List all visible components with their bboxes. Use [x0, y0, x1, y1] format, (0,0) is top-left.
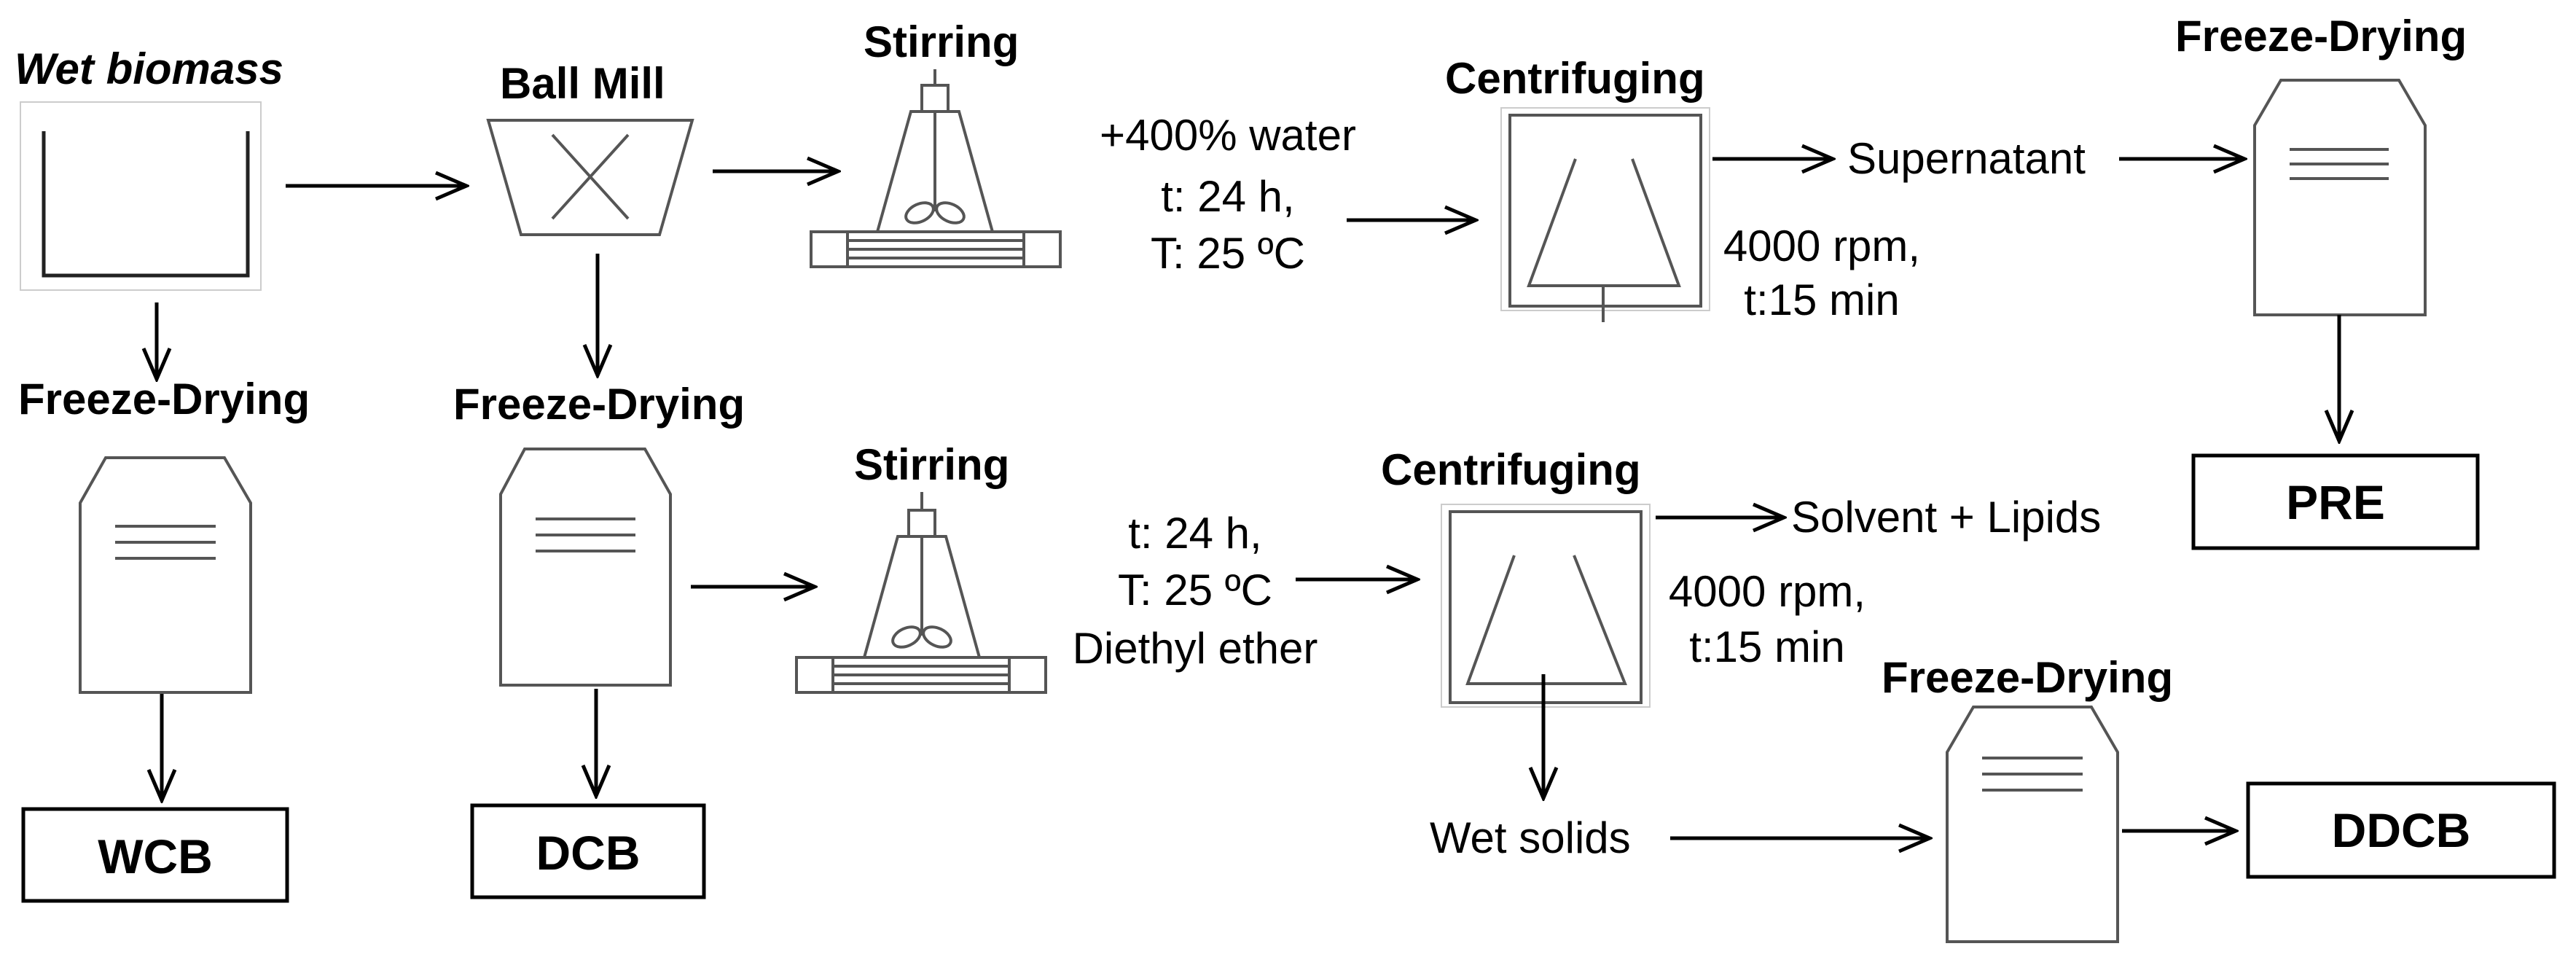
centrifuging-label-top: Centrifuging	[1445, 54, 1705, 103]
freeze-dryer-icon-dcb	[499, 448, 672, 687]
supernatant-label: Supernatant	[1847, 134, 2086, 183]
dcb-product-box	[470, 803, 706, 899]
dcb-product-label: DCB	[536, 826, 641, 880]
water-condition-line-3: T: 25 ºC	[1151, 229, 1305, 278]
stirring-label-bottom: Stirring	[854, 440, 1009, 489]
freeze-dryer-icon-ddcb	[1946, 706, 2119, 943]
wcb-product-label: WCB	[98, 829, 213, 883]
stirrer-icon-top	[810, 69, 1062, 268]
ether-condition-line-2: T: 25 ºC	[1118, 566, 1272, 614]
centrifuge-icon-bottom	[1441, 504, 1651, 708]
ball-mill-icon	[486, 119, 694, 236]
solvent-lipids-label: Solvent + Lipids	[1791, 493, 2101, 542]
ether-condition-line-3: Diethyl ether	[1073, 624, 1318, 673]
freeze-drying-label-ddcb: Freeze-Drying	[1882, 653, 2173, 702]
water-condition-line-2: t: 24 h,	[1161, 172, 1294, 221]
freeze-drying-label-pre: Freeze-Drying	[2175, 12, 2467, 60]
ddcb-product-label: DDCB	[2332, 803, 2471, 857]
spin-time-bottom: t:15 min	[1689, 622, 1844, 671]
stirrer-icon-bottom	[795, 492, 1047, 694]
wet-biomass-label: Wet biomass	[15, 44, 283, 93]
centrifuging-label-bottom: Centrifuging	[1381, 445, 1641, 494]
freeze-drying-label-wcb: Freeze-Drying	[18, 375, 310, 423]
ball-mill-label: Ball Mill	[500, 59, 665, 108]
freeze-dryer-icon-wcb	[79, 456, 252, 694]
spin-speed-bottom: 4000 rpm,	[1669, 567, 1866, 616]
pre-product-box	[2191, 453, 2480, 550]
wcb-product-box	[21, 807, 289, 903]
ddcb-product-box	[2246, 781, 2556, 879]
wet-solids-label: Wet solids	[1430, 813, 1631, 862]
freeze-dryer-icon-pre	[2253, 79, 2427, 316]
centrifuge-icon-top	[1500, 107, 1710, 322]
water-condition-line-1: +400% water	[1100, 111, 1356, 160]
ether-condition-line-1: t: 24 h,	[1128, 509, 1261, 558]
pre-product-label: PRE	[2286, 475, 2385, 529]
spin-time-top: t:15 min	[1744, 276, 1899, 324]
freeze-drying-label-dcb: Freeze-Drying	[453, 380, 745, 429]
spin-speed-top: 4000 rpm,	[1723, 222, 1920, 270]
stirring-label-top: Stirring	[864, 17, 1019, 66]
wet-biomass-container-icon	[20, 101, 262, 291]
